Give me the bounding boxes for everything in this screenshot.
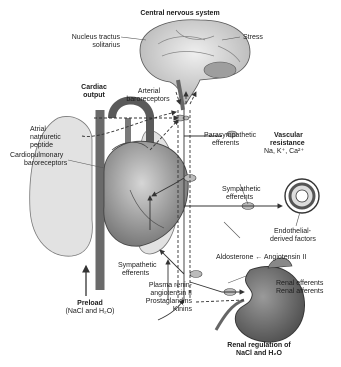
label-sympathetic-left-efferents: efferents (122, 270, 149, 278)
label-vascular: Vascular (274, 132, 303, 140)
label-sympathetic-right: Sympathetic (222, 186, 261, 194)
label-output: output (72, 92, 116, 100)
label-stress: Stress (243, 34, 263, 42)
page-title: Central nervous system (120, 10, 240, 18)
label-solitarius: solitarius (40, 42, 120, 50)
label-ions: Na, K⁺, Ca²⁺ (264, 148, 304, 156)
label-nucleus-tractus: Nucleus tractus (40, 34, 120, 42)
label-renal-efferents: Renal efferents (276, 280, 323, 288)
label-arterial-baroreceptors: baroreceptors (118, 96, 178, 104)
vessel-cross-section (285, 179, 319, 213)
label-parasympathetic-efferents: efferents (212, 140, 239, 148)
label-prostaglandins: Prostaglandins (112, 298, 192, 306)
label-sympathetic-right-efferents: efferents (226, 194, 253, 202)
label-natriuretic: natriuretic (30, 134, 61, 142)
label-cardiopulmonary: Cardiopulmonary (10, 152, 63, 160)
label-angiotensin: angiotensin II (112, 290, 192, 298)
label-aldosterone: Aldosterone ← Angiotensin II (216, 254, 306, 262)
label-peptide: peptide (30, 142, 53, 150)
label-preload-nacl: (NaCl and H₂O) (54, 308, 126, 316)
label-plasma-renin: Plasma renin- (112, 282, 192, 290)
label-derived-factors: derived factors (270, 236, 316, 244)
label-cardiopulmonary-baroreceptors: baroreceptors (24, 160, 67, 168)
label-arterial: Arterial (122, 88, 176, 96)
label-cardiac: Cardiac (72, 84, 116, 92)
label-preload: Preload (60, 300, 120, 308)
label-parasympathetic: Parasympathetic (204, 132, 256, 140)
label-endothelial: Endothelial- (274, 228, 311, 236)
kidney-illustration (216, 266, 305, 342)
label-renal-nacl: NaCl and H₂O (204, 350, 314, 358)
label-renal-afferents: Renal afferents (276, 288, 323, 296)
label-renal-regulation: Renal regulation of (204, 342, 314, 350)
label-resistance: resistance (270, 140, 305, 148)
heart-illustration (104, 141, 188, 246)
label-atrial: Atrial (30, 126, 46, 134)
label-sympathetic-left: Sympathetic (118, 262, 157, 270)
